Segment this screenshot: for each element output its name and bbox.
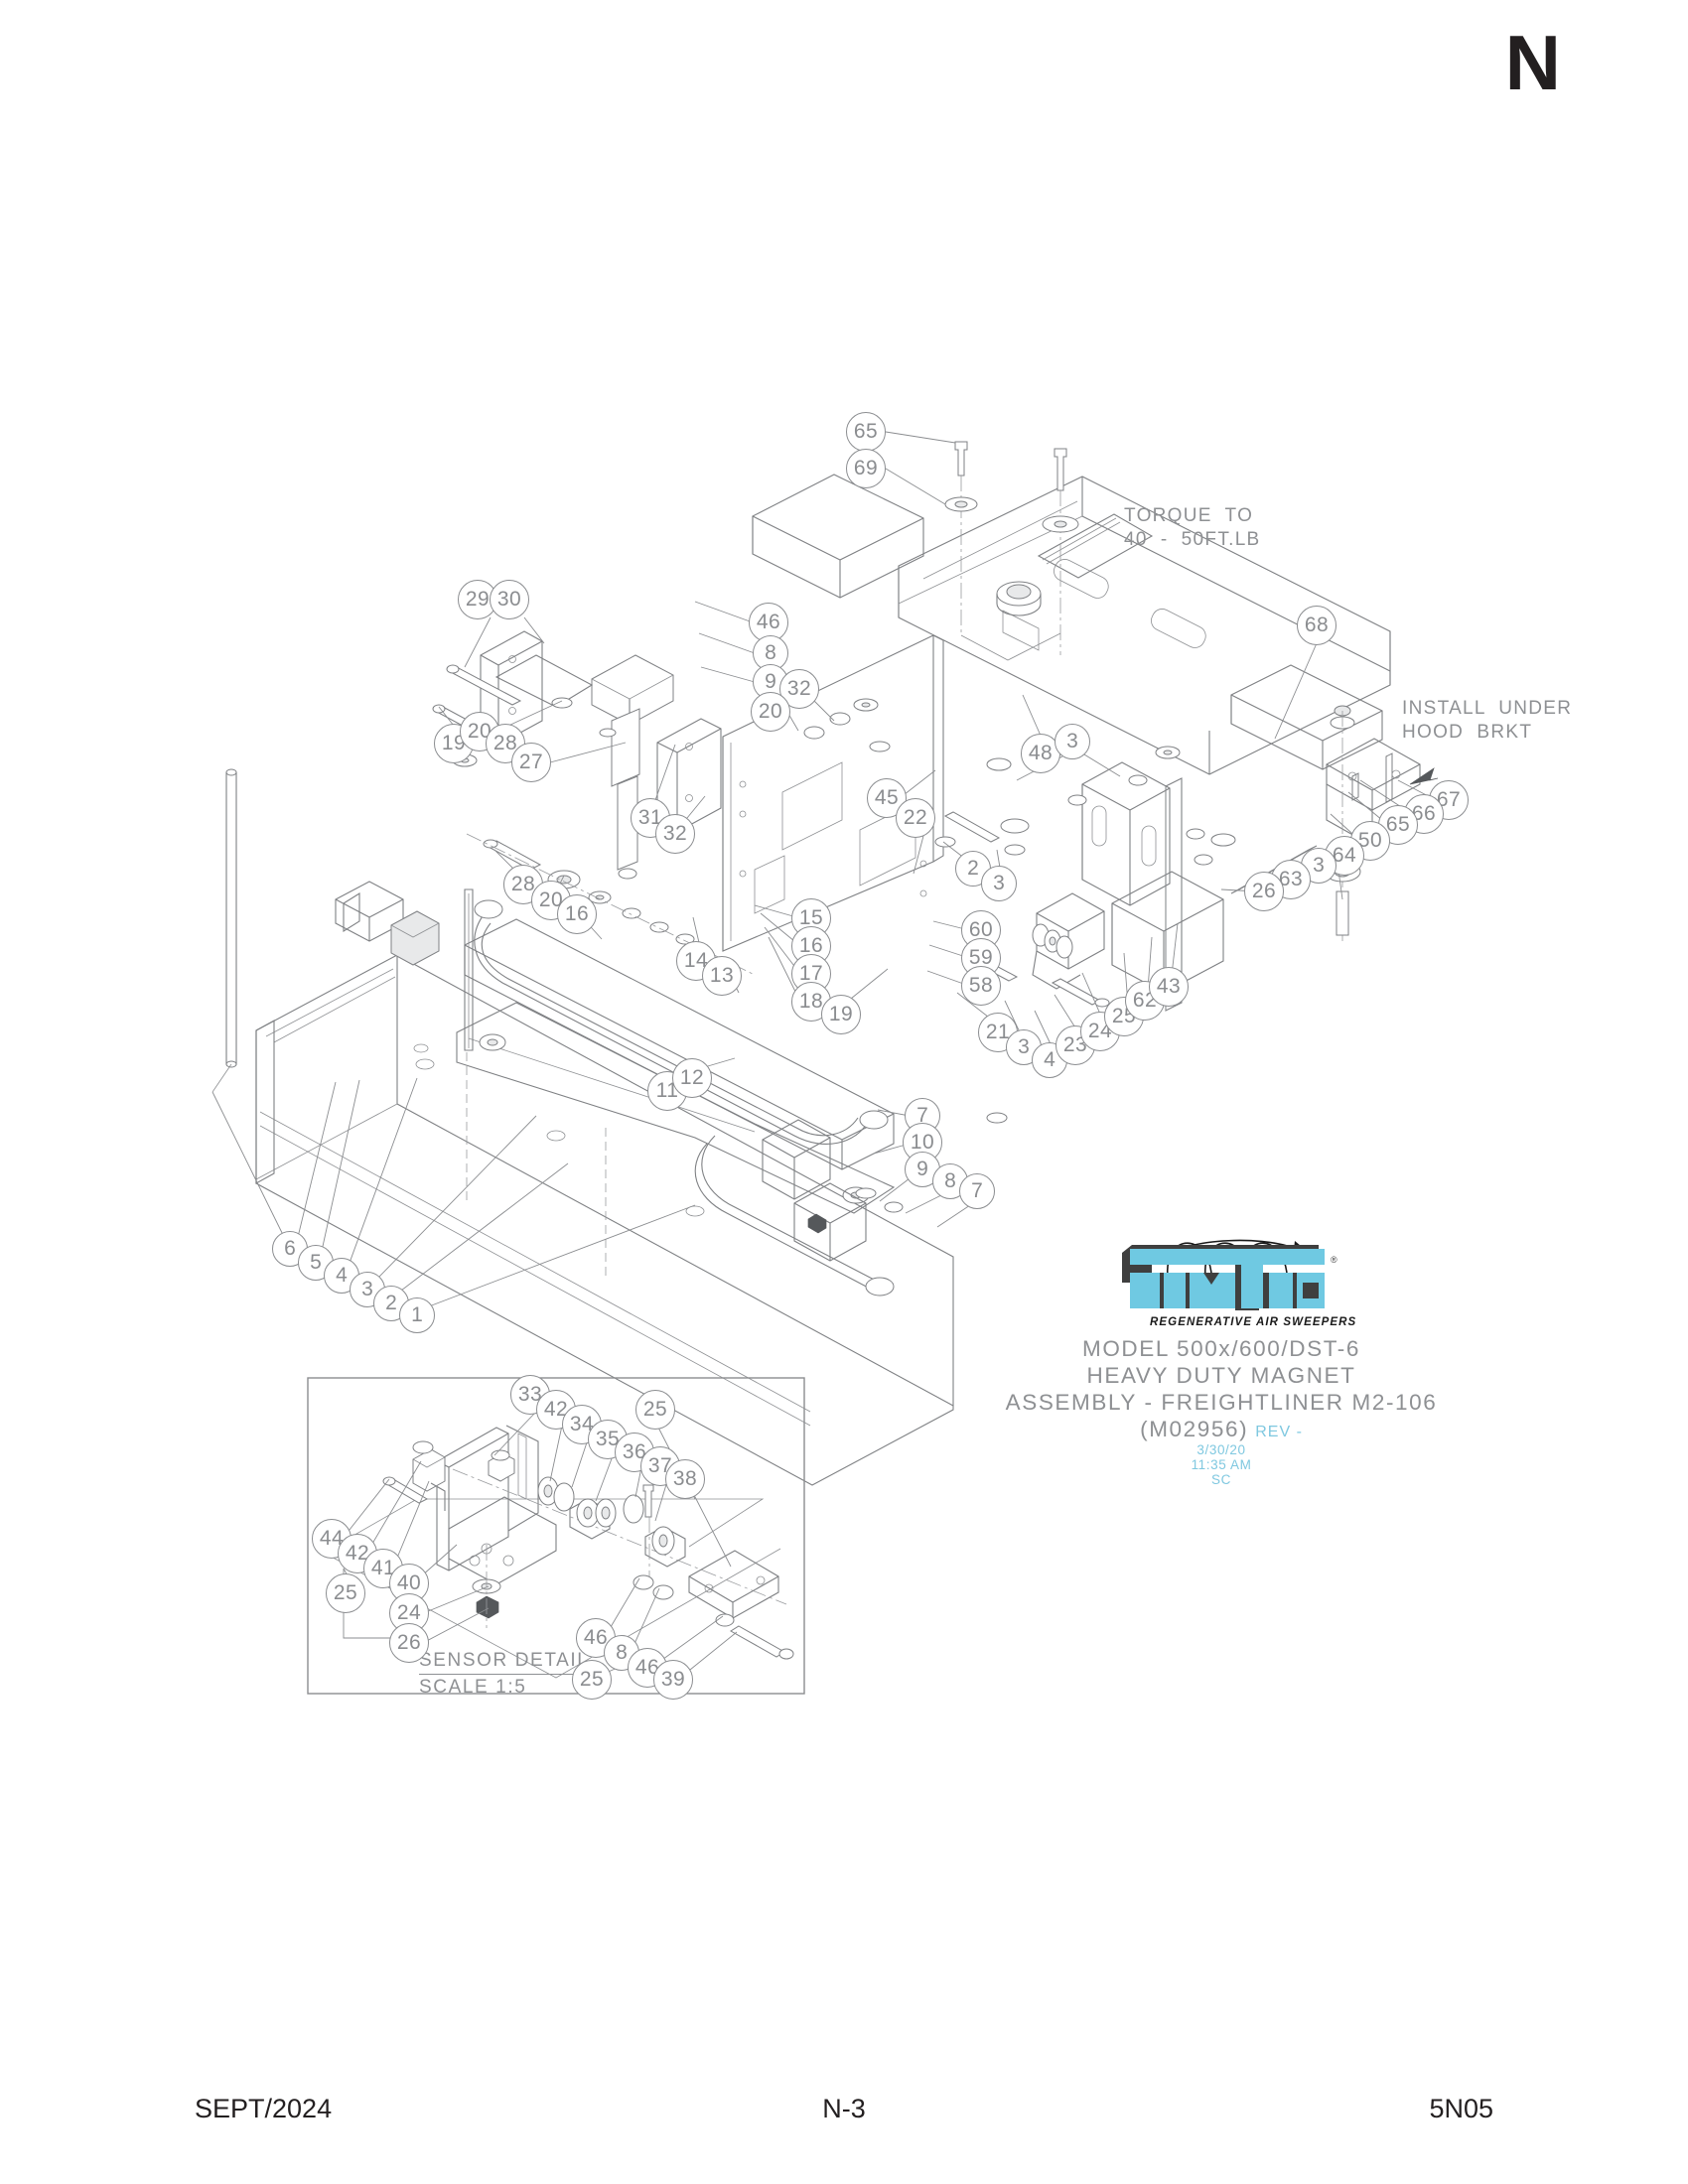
balloon-item-48[interactable]: 48: [1021, 734, 1060, 773]
title-part-number: (M02956): [1140, 1417, 1249, 1441]
balloon-item-30[interactable]: 30: [490, 580, 529, 619]
balloon-item-7[interactable]: 7: [959, 1173, 995, 1209]
balloon-item-43[interactable]: 43: [1149, 967, 1189, 1007]
balloon-item-26[interactable]: 26: [1244, 872, 1284, 911]
sensor-mount-small: [762, 1119, 867, 1262]
sensor-detail-scale: SCALE 1:5: [419, 1677, 527, 1698]
balloon-item-38[interactable]: 38: [665, 1459, 705, 1499]
chain: [464, 888, 474, 1051]
sensor-detail-drawing: [323, 1411, 794, 1679]
balloon-item-20[interactable]: 20: [751, 692, 790, 732]
balloon-item-3[interactable]: 3: [1055, 724, 1090, 759]
balloon-item-25[interactable]: 25: [572, 1660, 612, 1700]
plot-stamp-initials: SC: [1211, 1472, 1231, 1487]
long-rod: [211, 768, 237, 1093]
top-fastener-stack: [944, 441, 1079, 661]
balloon-item-16[interactable]: 16: [557, 894, 597, 934]
balloon-item-13[interactable]: 13: [702, 956, 742, 996]
balloon-item-1[interactable]: 1: [399, 1297, 435, 1333]
balloon-item-19[interactable]: 19: [821, 995, 861, 1034]
note-install-under-hood: INSTALL UNDER HOOD BRKT: [1402, 698, 1573, 743]
magnet-housing: [255, 954, 954, 1486]
title-revision: REV -: [1255, 1424, 1303, 1440]
strut-assembly: [432, 630, 722, 880]
title-assembly: ASSEMBLY - FREIGHTLINER M2-106: [1005, 1390, 1438, 1415]
logo-registered-mark: ®: [1331, 1255, 1337, 1265]
sweep-arm: [474, 899, 895, 1297]
plot-stamp-time: 11:35 AM: [1191, 1457, 1252, 1472]
loose-small-parts: [335, 881, 440, 966]
balloon-item-25[interactable]: 25: [326, 1573, 365, 1613]
balloon-item-26[interactable]: 26: [389, 1623, 429, 1663]
leader-lines-main: [211, 431, 1437, 1307]
pillow-block-2: [644, 1526, 686, 1568]
plot-stamp-date: 3/30/20: [1196, 1442, 1246, 1457]
chassis-frame-group: [752, 474, 1391, 775]
balloon-item-32[interactable]: 32: [655, 814, 695, 854]
section-letter: N: [1504, 19, 1561, 106]
balloon-item-18[interactable]: 18: [791, 982, 831, 1022]
balloon-item-58[interactable]: 58: [961, 966, 1001, 1006]
balloon-item-27[interactable]: 27: [511, 743, 551, 782]
balloon-item-68[interactable]: 68: [1297, 606, 1336, 645]
balloon-item-12[interactable]: 12: [672, 1058, 712, 1098]
footer-date: SEPT/2024: [195, 2094, 333, 2123]
title-description: HEAVY DUTY MAGNET: [1086, 1363, 1356, 1388]
footer-drawing-code: 5N05: [1429, 2094, 1493, 2123]
sensor-detail-title: SENSOR DETAIL: [419, 1648, 590, 1675]
tymco-logo: ® REGENERATIVE AIR SWEEPERS: [1060, 1233, 1388, 1332]
balloon-item-19[interactable]: 19: [434, 724, 474, 763]
left-fastener-train: [466, 833, 756, 976]
note-torque: TORQUE TO 40 - 50FT.LB: [1124, 505, 1261, 550]
balloon-item-69[interactable]: 69: [846, 449, 886, 488]
sensor-detail-box: [307, 1377, 805, 1695]
balloon-item-25[interactable]: 25: [635, 1390, 675, 1430]
title-model: MODEL 500x/600/DST-6: [1081, 1336, 1361, 1361]
logo-tagline: REGENERATIVE AIR SWEEPERS: [1150, 1316, 1356, 1328]
tymco-logo-svg: ® REGENERATIVE AIR SWEEPERS: [1122, 1239, 1356, 1328]
footer-page-number: N-3: [822, 2094, 866, 2123]
balloon-item-22[interactable]: 22: [896, 798, 935, 838]
balloon-item-65[interactable]: 65: [846, 412, 886, 452]
sensor-detail-caption: SENSOR DETAIL SCALE 1:5: [419, 1648, 590, 1700]
fastener-details: [803, 698, 1393, 1213]
balloon-item-39[interactable]: 39: [653, 1660, 693, 1700]
balloon-item-28[interactable]: 28: [503, 865, 543, 904]
title-block: MODEL 500x/600/DST-6 HEAVY DUTY MAGNET A…: [1003, 1335, 1440, 1487]
balloon-item-3[interactable]: 3: [981, 866, 1017, 901]
roller-stack: [1032, 923, 1073, 959]
